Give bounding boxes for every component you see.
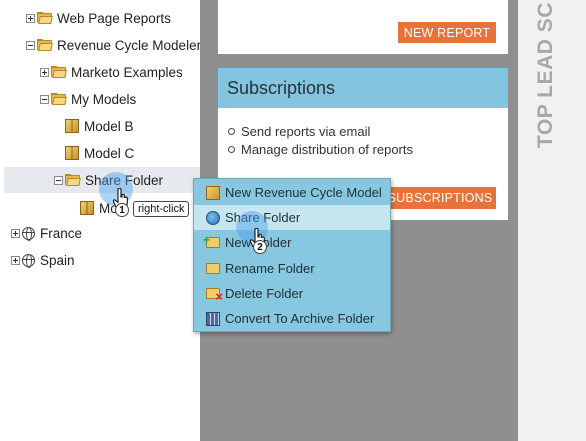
expand-icon[interactable] [40,67,49,77]
context-menu: New Revenue Cycle Model Share Folder New… [193,178,391,332]
share-globe-icon [206,210,220,225]
model-cube-icon [65,146,79,160]
menu-item-label: Rename Folder [225,261,315,276]
tree-item-label: France [40,225,83,241]
subscriptions-button[interactable]: SUBSCRIPTIONS [384,187,496,209]
subscriptions-title: Subscriptions [218,68,508,108]
folder-icon [51,66,67,78]
delete-folder-icon [206,288,223,304]
menu-item-label: New Revenue Cycle Model [225,185,382,200]
tree-item-label: Model B [84,118,134,134]
subscriptions-bullet: Manage distribution of reports [228,142,413,157]
tree-item-spain[interactable]: Spain [11,249,75,271]
right-click-tooltip: right-click [133,201,190,217]
folder-tree: Web Page Reports Revenue Cycle Modeler M… [0,0,201,441]
model-cube-shared-icon [80,201,94,215]
menu-item-label: Convert To Archive Folder [225,311,375,326]
tree-item-label: Marketo Examples [71,64,183,80]
folder-icon [51,93,67,105]
tree-item-share-folder[interactable]: Share Folder [54,169,163,191]
step-2-badge: 2 [253,240,267,254]
side-panel [518,0,586,441]
expand-icon[interactable] [11,228,20,238]
rename-folder-icon [206,263,220,274]
collapse-icon[interactable] [40,94,49,104]
tree-item-label: Share Folder [85,172,164,188]
subscriptions-bullet: Send reports via email [228,124,370,139]
menu-item-new-folder[interactable]: New Folder [194,230,390,255]
expand-icon[interactable] [26,13,35,23]
collapse-icon[interactable] [54,175,63,185]
bullet-text: Send reports via email [241,124,371,139]
step-1-badge: 1 [115,203,129,217]
new-folder-icon [203,233,220,248]
tree-item-france[interactable]: France [11,222,82,244]
bullet-icon [228,146,235,153]
tree-item-label: Model C [84,145,135,161]
menu-item-convert-to-archive-folder[interactable]: Convert To Archive Folder [194,306,390,331]
model-cube-icon [206,185,220,200]
tree-item-model-c[interactable]: Model C [65,142,134,164]
folder-icon [37,39,53,51]
tree-item-marketo-examples[interactable]: Marketo Examples [40,61,183,83]
menu-item-rename-folder[interactable]: Rename Folder [194,256,390,281]
tree-item-web-page-reports[interactable]: Web Page Reports [26,7,171,29]
globe-icon [22,253,35,268]
tree-item-label: Revenue Cycle Modeler [57,37,202,53]
expand-icon[interactable] [11,255,20,265]
side-panel-vertical-title: TOP LEAD SC [534,2,557,148]
tree-item-label: Mo [99,200,118,216]
menu-item-label: Delete Folder [225,286,304,301]
bullet-icon [228,128,235,135]
tree-item-my-models[interactable]: My Models [40,88,136,110]
folder-icon [37,12,53,24]
collapse-icon[interactable] [26,40,35,50]
new-report-button[interactable]: NEW REPORT [398,22,496,43]
archive-folder-icon [206,311,220,326]
tree-item-label: My Models [71,91,137,107]
folder-open-icon [65,174,81,186]
menu-item-label: Share Folder [225,210,301,225]
menu-item-delete-folder[interactable]: Delete Folder [194,281,390,306]
bullet-text: Manage distribution of reports [241,142,413,157]
tree-item-shared-model[interactable]: Mo [80,197,118,219]
globe-icon [22,226,35,241]
selected-row-highlight [4,167,200,193]
model-cube-icon [65,119,79,133]
tree-item-model-b[interactable]: Model B [65,115,134,137]
tree-item-revenue-cycle-modeler[interactable]: Revenue Cycle Modeler [26,34,201,56]
tree-item-label: Spain [40,252,75,268]
menu-item-share-folder[interactable]: Share Folder [194,205,390,230]
tree-item-label: Web Page Reports [57,10,171,26]
menu-item-new-revenue-cycle-model[interactable]: New Revenue Cycle Model [194,180,390,205]
